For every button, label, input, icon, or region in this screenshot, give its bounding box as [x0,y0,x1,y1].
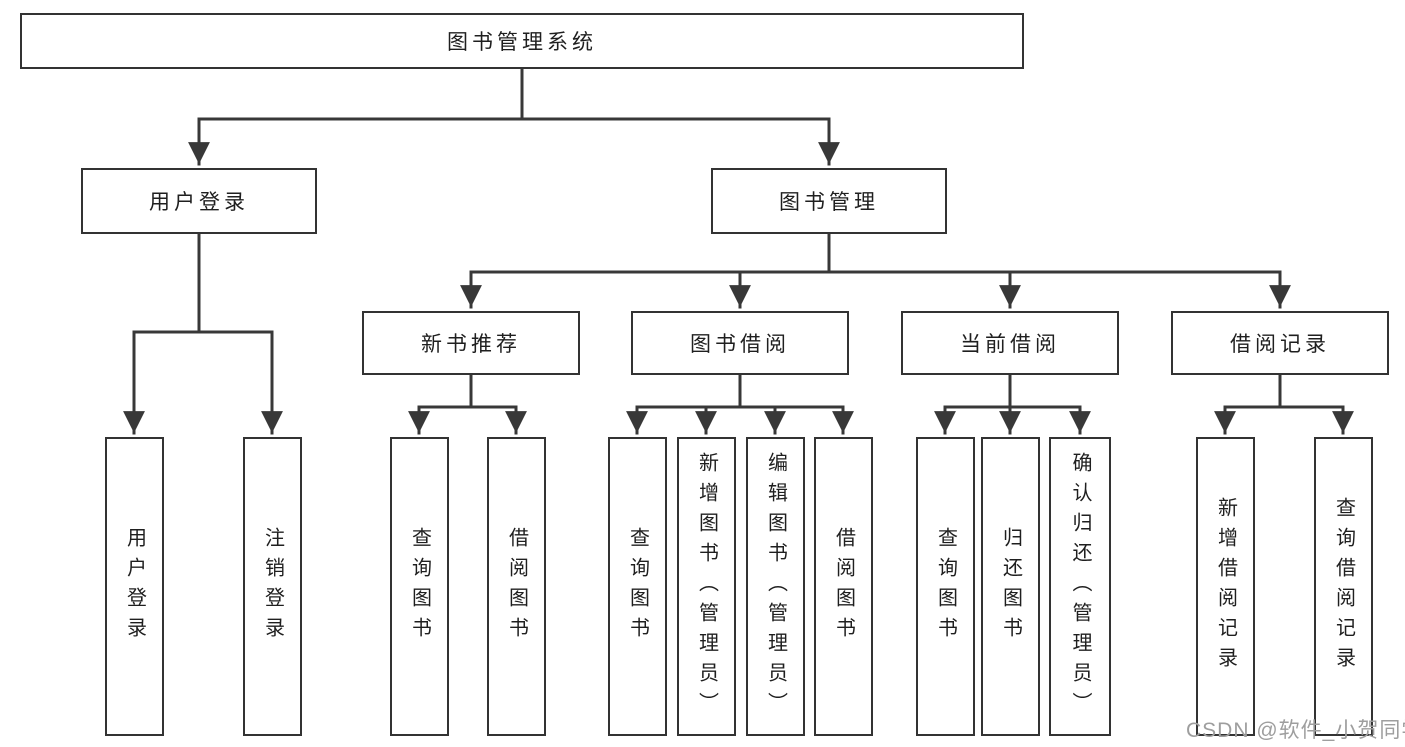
node-borrow-records: 借阅记录 [1171,311,1389,375]
node-current-borrow: 当前借阅 [901,311,1119,375]
leaf-borrow-borrow-books-label: 借阅图书 [832,526,855,647]
node-current-borrow-label: 当前借阅 [960,333,1060,356]
leaf-newbook-borrow-books: 借阅图书 [487,437,546,736]
node-book-management-label: 图书管理 [779,191,879,214]
leaf-newbook-query-books: 查询图书 [390,437,449,736]
leaf-logout: 注销登录 [243,437,302,736]
leaf-borrow-add-books-admin-label: 新增图书（管理员） [695,451,718,722]
node-book-borrow-label: 图书借阅 [690,333,790,356]
leaf-records-query-record: 查询借阅记录 [1314,437,1373,736]
node-user-login: 用户登录 [81,168,317,234]
node-new-book-recommend-label: 新书推荐 [421,333,521,356]
leaf-current-confirm-return-admin: 确认归还（管理员） [1049,437,1111,736]
leaf-current-query-books: 查询图书 [916,437,975,736]
leaf-user-login-label: 用户登录 [123,526,146,647]
leaf-records-add-record: 新增借阅记录 [1196,437,1255,736]
leaf-current-return-books: 归还图书 [981,437,1040,736]
leaf-newbook-query-books-label: 查询图书 [408,526,431,647]
leaf-records-add-record-label: 新增借阅记录 [1214,496,1237,677]
csdn-watermark: CSDN @软件_小贺同学 [1186,719,1405,742]
leaf-borrow-query-books: 查询图书 [608,437,667,736]
node-root: 图书管理系统 [20,13,1024,69]
leaf-logout-label: 注销登录 [261,526,284,647]
leaf-newbook-borrow-books-label: 借阅图书 [505,526,528,647]
node-root-label: 图书管理系统 [447,31,597,54]
node-borrow-records-label: 借阅记录 [1230,333,1330,356]
node-new-book-recommend: 新书推荐 [362,311,580,375]
node-book-borrow: 图书借阅 [631,311,849,375]
leaf-user-login: 用户登录 [105,437,164,736]
leaf-borrow-borrow-books: 借阅图书 [814,437,873,736]
leaf-records-query-record-label: 查询借阅记录 [1332,496,1355,677]
leaf-current-confirm-return-admin-label: 确认归还（管理员） [1069,451,1091,722]
leaf-borrow-query-books-label: 查询图书 [626,526,649,647]
leaf-borrow-edit-books-admin: 编辑图书（管理员） [746,437,805,736]
leaf-current-return-books-label: 归还图书 [999,526,1022,647]
leaf-borrow-edit-books-admin-label: 编辑图书（管理员） [764,451,787,722]
node-user-login-label: 用户登录 [149,191,249,214]
leaf-borrow-add-books-admin: 新增图书（管理员） [677,437,736,736]
leaf-current-query-books-label: 查询图书 [934,526,957,647]
node-book-management: 图书管理 [711,168,947,234]
